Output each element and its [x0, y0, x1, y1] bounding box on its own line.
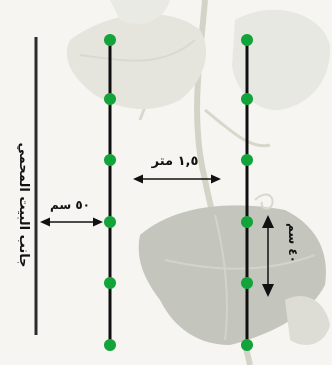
row-spacing-label: ١,٥ متر [151, 154, 199, 169]
plant-dot [241, 339, 253, 351]
row-spacing-arrow [133, 174, 221, 184]
plant-dot [104, 34, 116, 46]
plant-spacing-label: ٤٠ سم [286, 223, 300, 263]
wall-spacing-arrow [40, 217, 103, 227]
plant-dot [241, 34, 253, 46]
plant-dot [104, 216, 116, 228]
greenhouse-side-label: جانب البيت المحمي [16, 143, 31, 268]
plant-spacing-arrow [262, 215, 274, 297]
plant-dot [241, 154, 253, 166]
plant-dot [241, 93, 253, 105]
plant-dot [241, 216, 253, 228]
wall-spacing-label: ٥٠ سم [50, 198, 90, 212]
plant-dot [241, 277, 253, 289]
plant-dot [104, 339, 116, 351]
plant-dot [104, 93, 116, 105]
plant-dot [104, 154, 116, 166]
plant-dot [104, 277, 116, 289]
